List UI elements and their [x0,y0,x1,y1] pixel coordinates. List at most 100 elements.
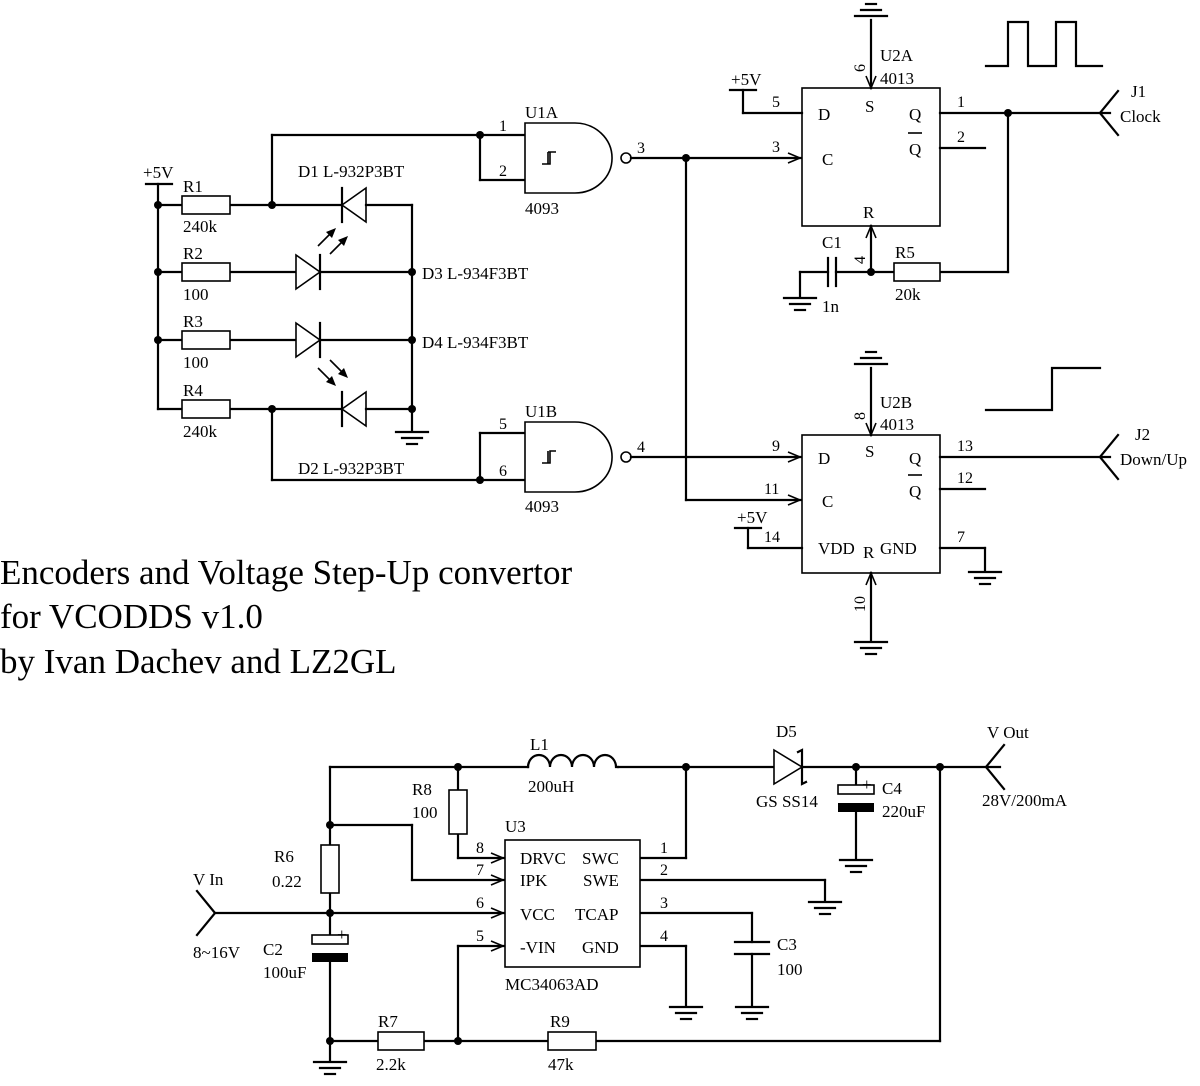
d4-led [295,321,414,359]
u1b-ref: U1B [525,402,557,421]
svg-text:S: S [865,97,874,116]
u3-ref: U3 [505,817,526,836]
r4-ref: R4 [183,381,203,400]
j1-ref: J1 [1131,82,1146,101]
svg-text:VCC: VCC [520,905,555,924]
u1b-gate [524,421,632,493]
j2-name: Down/Up [1120,450,1187,469]
svg-text:-VIN: -VIN [520,938,556,957]
d5-schottky [773,748,808,786]
plus5v-u2b: +5V [737,508,768,527]
svg-text:IPK: IPK [520,871,548,890]
svg-text:4: 4 [637,439,645,456]
d5-ref: D5 [776,722,797,741]
svg-text:3: 3 [772,139,780,156]
title-line-3: by Ivan Dachev and LZ2GL [0,642,397,681]
c1-ref: C1 [822,233,842,252]
r7-ref: R7 [378,1012,398,1031]
left-resistor-wiring [156,203,297,411]
svg-text:1: 1 [957,94,965,111]
svg-text:2: 2 [957,129,965,146]
plus5v-label: +5V [143,163,174,182]
svg-text:8: 8 [852,412,869,420]
r9-ref: R9 [550,1012,570,1031]
svg-text:7: 7 [957,529,965,546]
title-line-2: for VCODDS v1.0 [0,597,263,636]
svg-text:13: 13 [957,438,973,455]
j1-name: Clock [1120,107,1161,126]
svg-text:10: 10 [852,596,869,612]
c2-value: 100uF [263,963,306,982]
u2a-flipflop [728,2,1112,312]
u2a-part: 4013 [880,69,914,88]
d4-label: D4 L-934F3BT [422,333,529,352]
u2a-ref: U2A [880,46,914,65]
clock-waveform [984,20,1104,68]
svg-text:SWE: SWE [583,871,619,890]
u1b-part: 4093 [525,497,559,516]
u3-part: MC34063AD [505,975,599,994]
d2-label: D2 L-932P3BT [298,459,405,478]
svg-text:C: C [822,492,833,511]
l1-ref: L1 [530,735,549,754]
c2-capacitor: + [311,925,349,962]
svg-text:4: 4 [660,928,668,945]
r9-resistor [547,1031,597,1051]
svg-text:GND: GND [880,539,917,558]
svg-text:D: D [818,449,830,468]
r9-value: 47k [548,1055,574,1074]
svg-text:3: 3 [637,140,645,157]
l1-value: 200uH [528,777,574,796]
c1-value: 1n [822,297,840,316]
svg-text:Q: Q [909,140,921,159]
svg-text:6: 6 [852,64,869,72]
d5-value: GS SS14 [756,792,818,811]
c3-ref: C3 [777,935,797,954]
plus5v-u2a: +5V [731,70,762,89]
c3-value: 100 [777,960,803,979]
svg-text:5: 5 [476,928,484,945]
svg-text:1: 1 [660,840,668,857]
r3-resistor [181,330,231,350]
svg-text:S: S [865,442,874,461]
r8-value: 100 [412,803,438,822]
svg-text:14: 14 [764,529,780,546]
r1-ref: R1 [183,177,203,196]
r2-value: 100 [183,285,209,304]
u2b-flipflop [733,350,1112,656]
u2b-part: 4013 [880,415,914,434]
svg-text:3: 3 [660,895,668,912]
svg-text:2: 2 [660,862,668,879]
r7-resistor [377,1031,425,1051]
svg-text:1: 1 [499,118,507,135]
u3-regulator [490,839,641,968]
r1-value: 240k [183,217,218,236]
j2-ref: J2 [1135,425,1150,444]
gate-input-wiring [270,133,527,482]
svg-text:5: 5 [772,94,780,111]
c2-ref: C2 [263,940,283,959]
svg-text:+: + [337,925,347,944]
svg-text:D: D [818,105,830,124]
d3-label: D3 L-934F3BT [422,264,529,283]
svg-text:VDD: VDD [818,539,855,558]
d3-led [295,253,414,291]
r6-ref: R6 [274,847,294,866]
r5-ref: R5 [895,243,915,262]
l1-inductor [526,753,620,769]
svg-text:TCAP: TCAP [575,905,618,924]
direction-waveform [984,366,1102,412]
svg-text:Q: Q [909,105,921,124]
c4-ref: C4 [882,779,902,798]
u1a-gate [524,122,632,194]
vout-label: V Out [987,723,1029,742]
svg-text:12: 12 [957,470,973,487]
r4-resistor [181,399,231,419]
d1-label: D1 L-932P3BT [298,162,405,181]
vin-label: V In [193,870,224,889]
r4-value: 240k [183,422,218,441]
svg-text:5: 5 [499,416,507,433]
svg-text:Q: Q [909,482,921,501]
r3-ref: R3 [183,312,203,331]
